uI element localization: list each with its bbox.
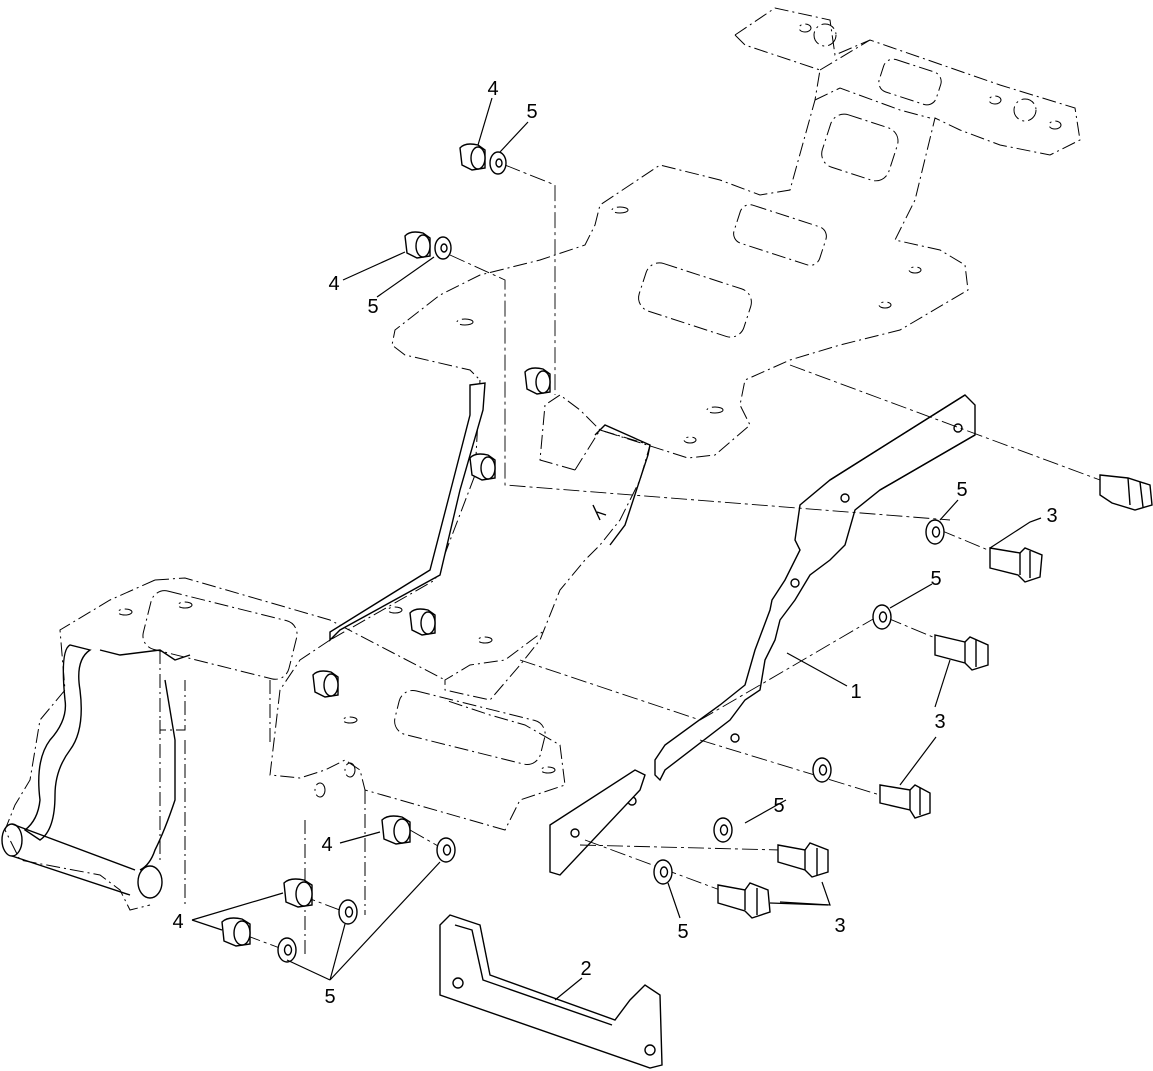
washer-c xyxy=(925,519,945,545)
bolt-e xyxy=(777,842,829,878)
bolt-b xyxy=(989,547,1043,583)
callout-4-lower-a: 4 xyxy=(321,834,332,856)
callout-4-lower-b: 4 xyxy=(172,911,183,933)
spacer-top-b xyxy=(404,231,431,259)
washer-g xyxy=(653,859,673,885)
callout-1: 1 xyxy=(850,681,861,703)
washer-d xyxy=(872,604,892,630)
part-5-washers xyxy=(277,151,945,963)
phantom-frame xyxy=(1,7,1081,955)
spacer-low-b xyxy=(283,878,313,908)
leader-lines xyxy=(191,97,1042,1001)
callout-5-bottom: 5 xyxy=(677,921,688,943)
bolt-f xyxy=(717,882,771,919)
callout-5-top-a: 5 xyxy=(526,101,537,123)
callout-3-bottom: 3 xyxy=(834,915,845,937)
spacer-low-c xyxy=(221,917,251,947)
callout-5-right-b: 5 xyxy=(930,568,941,590)
bolt-d xyxy=(879,784,931,819)
callout-labels: 4 5 4 5 5 3 5 1 3 5 3 5 2 4 4 5 xyxy=(172,78,1057,1008)
part-3-bolts xyxy=(717,474,1153,919)
bolt-c xyxy=(934,634,989,671)
bolt-a xyxy=(1099,474,1153,511)
assembly-centerlines xyxy=(244,164,1101,951)
callout-2: 2 xyxy=(580,958,591,980)
callout-4-top-a: 4 xyxy=(487,78,498,100)
callout-3-right-b: 3 xyxy=(934,711,945,733)
spacer-mid-a xyxy=(524,367,551,395)
washer-e xyxy=(812,757,832,783)
washer-h xyxy=(436,837,456,863)
spacer-mid-c xyxy=(409,608,436,636)
callout-4-top-b: 4 xyxy=(328,273,339,295)
washer-a xyxy=(489,151,507,175)
spacer-top-a xyxy=(459,143,486,171)
callout-3-right-a: 3 xyxy=(1046,505,1057,527)
washer-j xyxy=(277,937,297,963)
callout-5-top-b: 5 xyxy=(367,296,378,318)
callout-5-right-c: 5 xyxy=(773,795,784,817)
frame-side-plate-upper xyxy=(329,382,486,642)
spacer-mid-b xyxy=(469,453,496,481)
callout-5-right-a: 5 xyxy=(956,479,967,501)
spacer-mid-d xyxy=(312,670,339,698)
part-2-plate xyxy=(439,914,663,1069)
washer-i xyxy=(338,899,358,925)
callout-5-lower: 5 xyxy=(324,986,335,1008)
washer-b xyxy=(434,236,452,260)
part-4-spacers xyxy=(221,143,551,947)
part-1-mounting-bracket xyxy=(549,394,976,876)
spacer-low-a xyxy=(381,815,411,845)
washer-f xyxy=(713,817,733,843)
frame-side-plate-lower xyxy=(592,424,651,546)
